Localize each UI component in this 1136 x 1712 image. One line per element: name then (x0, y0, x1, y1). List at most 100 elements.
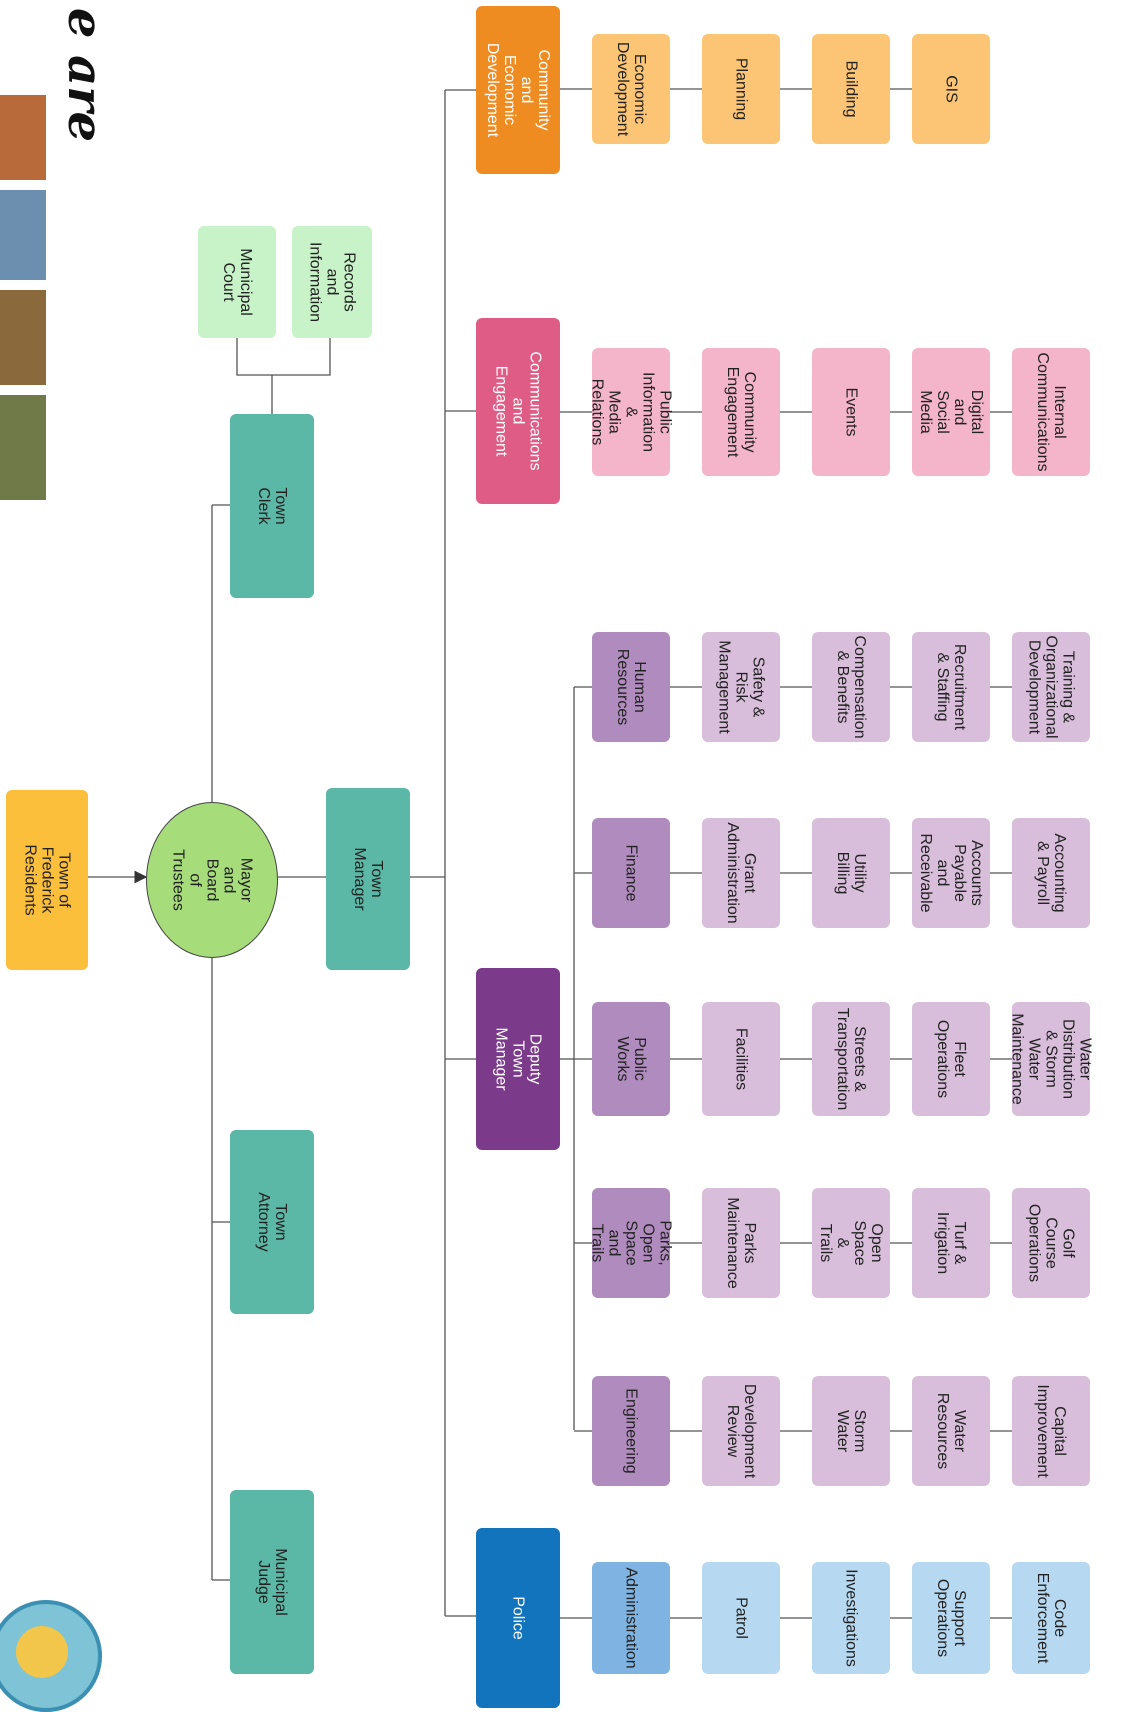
police-item-0: Administration (592, 1562, 670, 1674)
engineering-item-0-label: Development Review (724, 1383, 758, 1479)
engineering-item-0: Development Review (702, 1376, 780, 1486)
parks-item-3: Golf Course Operations (1012, 1188, 1090, 1298)
finance-item-1: Utility Billing (812, 818, 890, 928)
municipal-judge-box: Municipal Judge (230, 1490, 314, 1674)
welcome-script-text: e are (57, 7, 113, 143)
finance-head: Finance (592, 818, 670, 928)
deputy-town-manager-box-label: Deputy Town Manager (492, 1027, 544, 1091)
engineering-item-2-label: Water Resources (934, 1392, 968, 1470)
engineering-item-2: Water Resources (912, 1376, 990, 1486)
parks-item-2-label: Turf & Irrigation (934, 1211, 968, 1275)
human-resources-item-3-label: Training & Organizational Development (1025, 635, 1077, 739)
community-dev-head-label: Community and Economic Development (484, 42, 552, 138)
records-box: Records and Information (292, 226, 372, 338)
human-resources-head: Human Resources (592, 632, 670, 742)
parks-item-1-label: Open Space & Trails (817, 1220, 885, 1266)
finance-item-0-label: Grant Administration (724, 822, 758, 924)
human-resources-item-3: Training & Organizational Development (1012, 632, 1090, 742)
communications-item-0: Public Information & Media Relations (589, 348, 674, 476)
engineering-item-1-label: Storm Water (834, 1409, 868, 1453)
public-works-item-0: Facilities (702, 1002, 780, 1116)
communications-item-0-label: Public Information & Media Relations (588, 371, 674, 453)
community-dev-item-2-label: Building (842, 60, 860, 118)
finance-item-1-label: Utility Billing (834, 851, 868, 895)
community-dev-item-1: Planning (702, 34, 780, 144)
human-resources-item-2-label: Recruitment & Staffing (934, 643, 968, 731)
community-dev-item-3-label: GIS (942, 75, 960, 103)
finance-item-0: Grant Administration (702, 818, 780, 928)
communications-item-4-label: Internal Communications (1034, 352, 1068, 472)
police-item-2: Investigations (812, 1562, 890, 1674)
public-works-item-3: Water Distribution & Storm Water Mainten… (1009, 1002, 1094, 1116)
police-box: Police (476, 1528, 560, 1708)
parks-item-0: Parks Maintenance (702, 1188, 780, 1298)
finance-item-3: Accounting & Payroll (1012, 818, 1090, 928)
engineering-item-3-label: Capital Improvement (1034, 1384, 1068, 1478)
mayor-ellipse: Mayor and Board of Trustees (146, 802, 278, 958)
communications-item-1: Community Engagement (702, 348, 780, 476)
community-dev-item-0-label: Economic Development (614, 41, 648, 137)
parks-item-2: Turf & Irrigation (912, 1188, 990, 1298)
engineering-head-label: Engineering (622, 1388, 640, 1474)
public-works-item-1-label: Streets & Transportation (834, 1007, 868, 1111)
public-works-item-2-label: Fleet Operations (934, 1019, 968, 1099)
municipal-court-box: Municipal Court (198, 226, 276, 338)
mayor-ellipse-label: Mayor and Board of Trustees (169, 849, 255, 911)
communications-head-label: Communications and Engagement (492, 351, 544, 471)
police-item-4-label: Code Enforcement (1034, 1572, 1068, 1664)
communications-item-3-label: Digital and Social Media (917, 389, 985, 435)
community-dev-item-1-label: Planning (732, 57, 750, 121)
town-manager-box-label: Town Manager (351, 847, 385, 911)
deputy-town-manager-box: Deputy Town Manager (476, 968, 560, 1150)
public-works-head-label: Public Works (614, 1036, 648, 1082)
communications-item-2: Events (812, 348, 890, 476)
human-resources-item-1: Compensation & Benefits (812, 632, 890, 742)
finance-item-2-label: Accounts Payable and Receivable (917, 833, 985, 913)
town-manager-box: Town Manager (326, 788, 410, 970)
public-works-item-3-label: Water Distribution & Storm Water Mainten… (1008, 1013, 1094, 1105)
finance-item-2: Accounts Payable and Receivable (912, 818, 990, 928)
police-item-0-label: Administration (622, 1567, 640, 1669)
residents-box: Town of Frederick Residents (6, 790, 88, 970)
community-dev-item-2: Building (812, 34, 890, 144)
town-clerk-box: Town Clerk (230, 414, 314, 598)
police-item-3: Support Operations (912, 1562, 990, 1674)
parks-head: Parks, Open Space and Trails (589, 1188, 674, 1298)
town-photo-banner (0, 95, 46, 505)
connector-line (236, 338, 272, 376)
parks-head-label: Parks, Open Space and Trails (588, 1220, 674, 1266)
communications-head: Communications and Engagement (476, 318, 560, 504)
town-seal-logo (0, 1600, 102, 1712)
public-works-item-1: Streets & Transportation (812, 1002, 890, 1116)
public-works-head: Public Works (592, 1002, 670, 1116)
community-dev-head: Community and Economic Development (476, 6, 560, 174)
police-item-1-label: Patrol (732, 1597, 750, 1639)
human-resources-item-0-label: Safety & Risk Management (715, 640, 767, 734)
communications-item-3: Digital and Social Media (912, 348, 990, 476)
human-resources-item-0: Safety & Risk Management (702, 632, 780, 742)
parks-item-1: Open Space & Trails (812, 1188, 890, 1298)
police-item-1: Patrol (702, 1562, 780, 1674)
town-attorney-box: Town Attorney (230, 1130, 314, 1314)
communications-item-2-label: Events (842, 387, 860, 437)
human-resources-item-1-label: Compensation & Benefits (834, 635, 868, 739)
records-box-label: Records and Information (306, 241, 358, 323)
human-resources-item-2: Recruitment & Staffing (912, 632, 990, 742)
municipal-court-box-label: Municipal Court (220, 248, 254, 316)
town-clerk-box-label: Town Clerk (255, 487, 289, 525)
communications-item-1-label: Community Engagement (724, 366, 758, 458)
parks-item-0-label: Parks Maintenance (724, 1197, 758, 1289)
connector-line (272, 338, 331, 376)
finance-head-label: Finance (622, 844, 640, 902)
engineering-item-1: Storm Water (812, 1376, 890, 1486)
police-box-label: Police (509, 1596, 527, 1640)
municipal-judge-box-label: Municipal Judge (255, 1548, 289, 1616)
communications-item-4: Internal Communications (1012, 348, 1090, 476)
community-dev-item-0: Economic Development (592, 34, 670, 144)
residents-box-label: Town of Frederick Residents (21, 844, 73, 916)
police-item-4: Code Enforcement (1012, 1562, 1090, 1674)
police-item-3-label: Support Operations (934, 1578, 968, 1658)
engineering-item-3: Capital Improvement (1012, 1376, 1090, 1486)
engineering-head: Engineering (592, 1376, 670, 1486)
